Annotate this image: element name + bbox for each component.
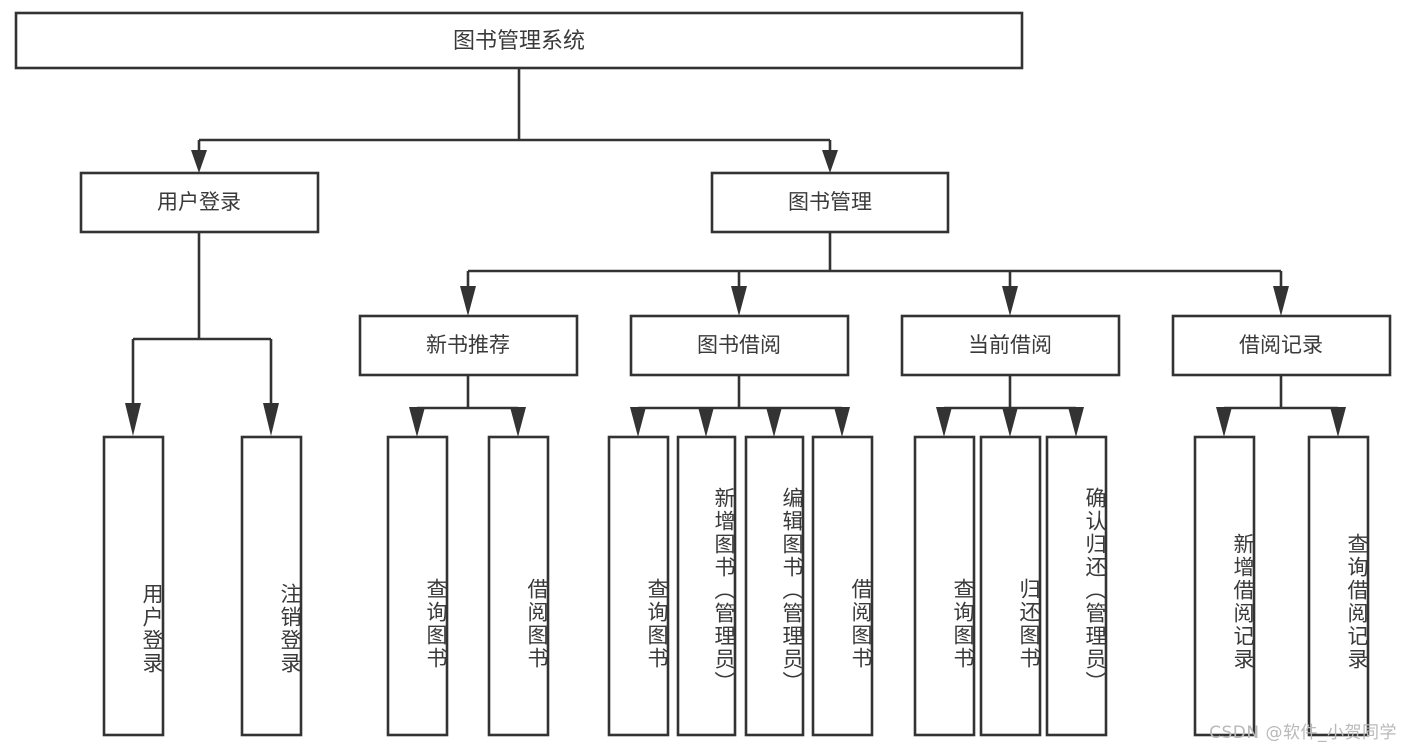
node-book-manage-label: 图书管理 <box>788 190 872 214</box>
arrow-bookmanage-c4-icon <box>1273 286 1289 316</box>
node-new-book-rec[interactable]: 新书推荐 <box>358 314 579 377</box>
node-leaf-confirm-return-box[interactable] <box>1045 435 1108 737</box>
node-current-borrow[interactable]: 当前借阅 <box>900 314 1121 377</box>
node-book-manage-box[interactable] <box>710 171 950 234</box>
node-borrow-record[interactable]: 借阅记录 <box>1171 314 1392 377</box>
node-leaf-edit-book-box[interactable] <box>744 435 805 737</box>
node-leaf-query-book-3-box[interactable] <box>913 435 976 737</box>
node-root[interactable]: 图书管理系统 <box>14 11 1024 70</box>
arrow-userlogin-l1-icon <box>125 403 141 436</box>
node-leaf-borrow-book-1-box[interactable] <box>487 435 550 737</box>
node-user-login[interactable]: 用户登录 <box>79 171 320 234</box>
arrow-bookmanage-c2-icon <box>731 286 747 316</box>
node-leaf-query-book-1-box[interactable] <box>386 435 449 737</box>
node-user-login-label: 用户登录 <box>157 190 241 214</box>
node-new-book-rec-box[interactable] <box>358 314 579 377</box>
node-layer: 图书管理系统 用户登录 图书管理 新书推荐 图书借阅 当前 <box>14 11 1392 737</box>
arrow-bookborrow-l1-icon <box>630 407 646 437</box>
arrow-bookmanage-c3-icon <box>1002 286 1018 316</box>
node-leaf-query-record-box[interactable] <box>1307 435 1370 737</box>
node-book-borrow-box[interactable] <box>629 314 850 377</box>
arrow-currentborrow-l3-icon <box>1068 407 1084 437</box>
node-borrow-record-box[interactable] <box>1171 314 1392 377</box>
arrow-bookborrow-l3-icon <box>766 407 782 437</box>
arrow-newbook-l2-icon <box>510 407 526 437</box>
node-current-borrow-box[interactable] <box>900 314 1121 377</box>
node-user-login-box[interactable] <box>79 171 320 234</box>
csdn-watermark: CSDN @软件_小贺同学 <box>1209 723 1397 743</box>
arrow-root-to-user-login-icon <box>191 150 207 173</box>
arrow-bookmanage-c1-icon <box>460 286 476 316</box>
node-book-borrow-label: 图书借阅 <box>697 333 781 357</box>
node-leaf-query-book-2-box[interactable] <box>607 435 670 737</box>
arrow-currentborrow-l2-icon <box>1002 407 1018 437</box>
node-book-manage[interactable]: 图书管理 <box>710 171 950 234</box>
arrow-borrowrecord-l2-icon <box>1330 407 1346 437</box>
arrow-currentborrow-l1-icon <box>936 407 952 437</box>
arrow-borrowrecord-l1-icon <box>1216 407 1232 437</box>
node-root-label: 图书管理系统 <box>453 29 585 54</box>
arrow-newbook-l1-icon <box>409 407 425 437</box>
node-borrow-record-label: 借阅记录 <box>1239 333 1323 357</box>
node-leaf-add-book-box[interactable] <box>676 435 737 737</box>
node-leaf-add-record-box[interactable] <box>1193 435 1256 737</box>
edge-layer <box>125 68 1346 437</box>
node-root-box[interactable] <box>14 11 1024 70</box>
arrow-root-to-book-manage-icon <box>822 150 838 173</box>
node-new-book-rec-label: 新书推荐 <box>426 333 510 357</box>
node-book-borrow[interactable]: 图书借阅 <box>629 314 850 377</box>
node-leaf-logout-box[interactable] <box>240 435 303 737</box>
node-leaf-borrow-book-2-box[interactable] <box>811 435 874 737</box>
arrow-bookborrow-l4-icon <box>834 407 850 437</box>
node-leaf-return-book-box[interactable] <box>979 435 1042 737</box>
node-leaf-user-login-box[interactable] <box>102 435 165 737</box>
arrow-userlogin-l2-icon <box>263 403 279 436</box>
node-current-borrow-label: 当前借阅 <box>968 333 1052 357</box>
arrow-bookborrow-l2-icon <box>698 407 714 437</box>
